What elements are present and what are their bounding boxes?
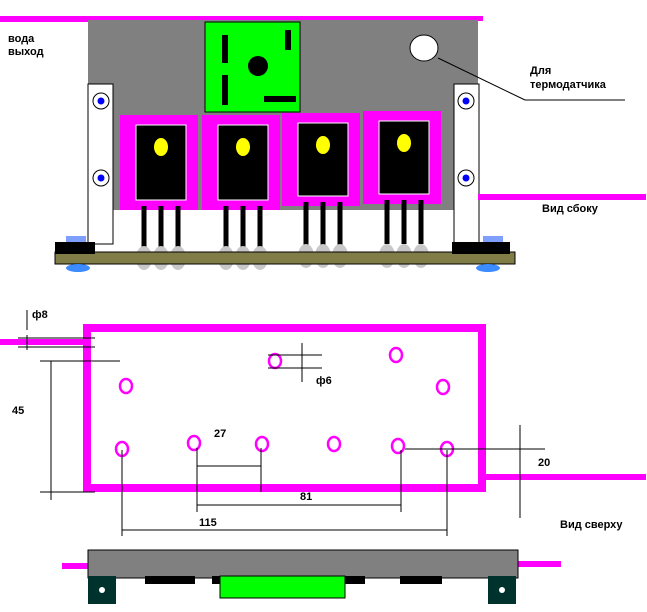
pitch-mid-label: 81: [300, 491, 312, 503]
mount-hole: [388, 346, 404, 364]
thermo-leader-line: [437, 57, 526, 101]
edge-housing: [87, 549, 519, 579]
water-out-label-1: вода: [8, 33, 35, 45]
top-outlet-pipe: [0, 339, 90, 345]
height-label: 45: [12, 405, 24, 417]
mount-hole: [186, 434, 202, 452]
mount-hole: [390, 437, 406, 455]
left-bolt-bottom-core: [97, 174, 105, 182]
side-view: [0, 16, 646, 272]
mount-hole: [118, 377, 134, 395]
left-washer: [66, 236, 86, 242]
mount-hole: [435, 378, 451, 396]
transistor-leg: [240, 206, 246, 250]
water-out-label-2: выход: [8, 46, 44, 58]
pitch-wide-label: 115: [199, 517, 217, 529]
transistor-leg: [158, 206, 164, 250]
thermo-label-2: термодатчика: [530, 79, 607, 91]
edge-tab-4: [400, 576, 442, 584]
transistor-leg: [141, 206, 147, 250]
right-nut: [476, 264, 500, 272]
edge-tab-3: [345, 576, 365, 584]
top-frame: [83, 324, 486, 492]
pitch-small-label: 27: [214, 428, 226, 440]
board-pad-3: [222, 75, 228, 105]
transistor-leg: [418, 200, 424, 244]
transistor-body: [217, 124, 269, 201]
transistor-leg: [401, 200, 407, 244]
pipe-diameter-label: ф8: [32, 309, 48, 321]
right-bracket: [453, 83, 480, 245]
transistor-leg: [175, 206, 181, 250]
right-washer: [483, 236, 503, 242]
transistor-led: [397, 134, 411, 152]
transistor-body: [135, 124, 187, 201]
top-view: ф8 ф6 45 27 81 115 20: [0, 309, 646, 536]
top-view-label: Вид сверху: [560, 519, 623, 531]
outlet-pipe: [0, 16, 90, 22]
base-plate: [54, 251, 516, 265]
left-bracket: [87, 83, 114, 245]
transistor-led: [236, 138, 250, 156]
housing-top-edge: [88, 16, 483, 21]
board-center-hole: [248, 56, 268, 76]
transistor-body: [297, 122, 349, 197]
left-foot-block: [55, 242, 95, 254]
right-foot-block: [452, 242, 510, 254]
edge-view: [62, 549, 561, 604]
thermosensor-hole: [409, 34, 439, 62]
hole-diameter-label: ф6: [316, 375, 332, 387]
transistor-led: [316, 136, 330, 154]
edge-foot-right-hole: [499, 587, 505, 593]
transistor-leg: [384, 200, 390, 244]
transistor-leg: [257, 206, 263, 250]
board-pad-4: [264, 96, 296, 102]
right-bolt-top-core: [462, 97, 470, 105]
mount-hole: [326, 435, 342, 453]
edge-control-board: [219, 575, 346, 599]
edge-foot-left-hole: [99, 587, 105, 593]
edge-pipe-left: [62, 563, 92, 569]
edge-pipe-right: [516, 561, 561, 567]
left-nut: [66, 264, 90, 272]
mount-hole: [267, 352, 283, 370]
right-bolt-bottom-core: [462, 174, 470, 182]
transistor-led: [154, 138, 168, 156]
left-bolt-top-core: [97, 97, 105, 105]
transistor-leg: [223, 206, 229, 250]
mount-holes: [114, 346, 455, 458]
edge-tab-1: [145, 576, 195, 584]
transistor-leg: [337, 202, 343, 246]
thermo-label-1: Для: [530, 65, 551, 77]
board-pad-2: [285, 30, 291, 50]
transistor-body: [378, 120, 430, 195]
mount-hole: [254, 435, 270, 453]
board-pad-1: [222, 35, 228, 63]
inlet-pipe-side: [478, 194, 646, 200]
transistor-leg: [303, 202, 309, 246]
transistor-leg: [320, 202, 326, 246]
top-inlet-pipe: [478, 474, 646, 480]
side-view-label: Вид сбоку: [542, 203, 599, 215]
offset-label: 20: [538, 457, 550, 469]
